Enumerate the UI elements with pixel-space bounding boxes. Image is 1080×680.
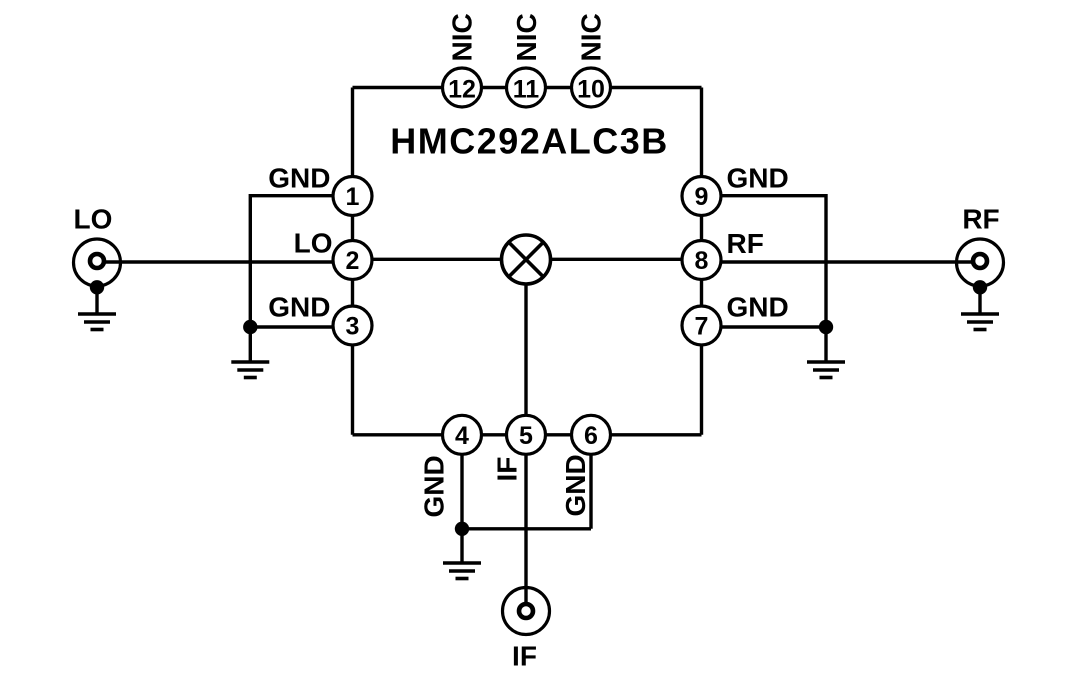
svg-text:RF: RF (727, 228, 764, 259)
svg-text:NIC: NIC (576, 13, 607, 61)
svg-text:3: 3 (346, 313, 360, 341)
svg-text:GND: GND (727, 163, 789, 194)
svg-text:GND: GND (727, 292, 789, 323)
svg-text:GND: GND (268, 292, 330, 323)
svg-text:GND: GND (268, 163, 330, 194)
svg-text:HMC292ALC3B: HMC292ALC3B (390, 121, 669, 162)
svg-text:GND: GND (560, 454, 591, 516)
svg-text:5: 5 (519, 422, 533, 450)
svg-text:11: 11 (513, 76, 540, 104)
svg-text:1: 1 (346, 183, 360, 211)
svg-text:12: 12 (448, 76, 476, 104)
svg-text:RF: RF (962, 204, 999, 235)
svg-text:4: 4 (455, 422, 469, 450)
svg-text:LO: LO (74, 204, 113, 235)
svg-text:IF: IF (512, 641, 537, 672)
svg-text:7: 7 (695, 313, 709, 341)
svg-text:9: 9 (695, 183, 709, 211)
svg-text:6: 6 (584, 422, 598, 450)
svg-text:GND: GND (419, 455, 450, 517)
svg-text:8: 8 (695, 247, 709, 275)
svg-text:NIC: NIC (511, 13, 542, 61)
svg-text:IF: IF (492, 457, 523, 482)
svg-text:2: 2 (346, 247, 360, 275)
svg-text:LO: LO (294, 228, 333, 259)
svg-text:NIC: NIC (447, 13, 478, 61)
svg-text:10: 10 (577, 76, 605, 104)
